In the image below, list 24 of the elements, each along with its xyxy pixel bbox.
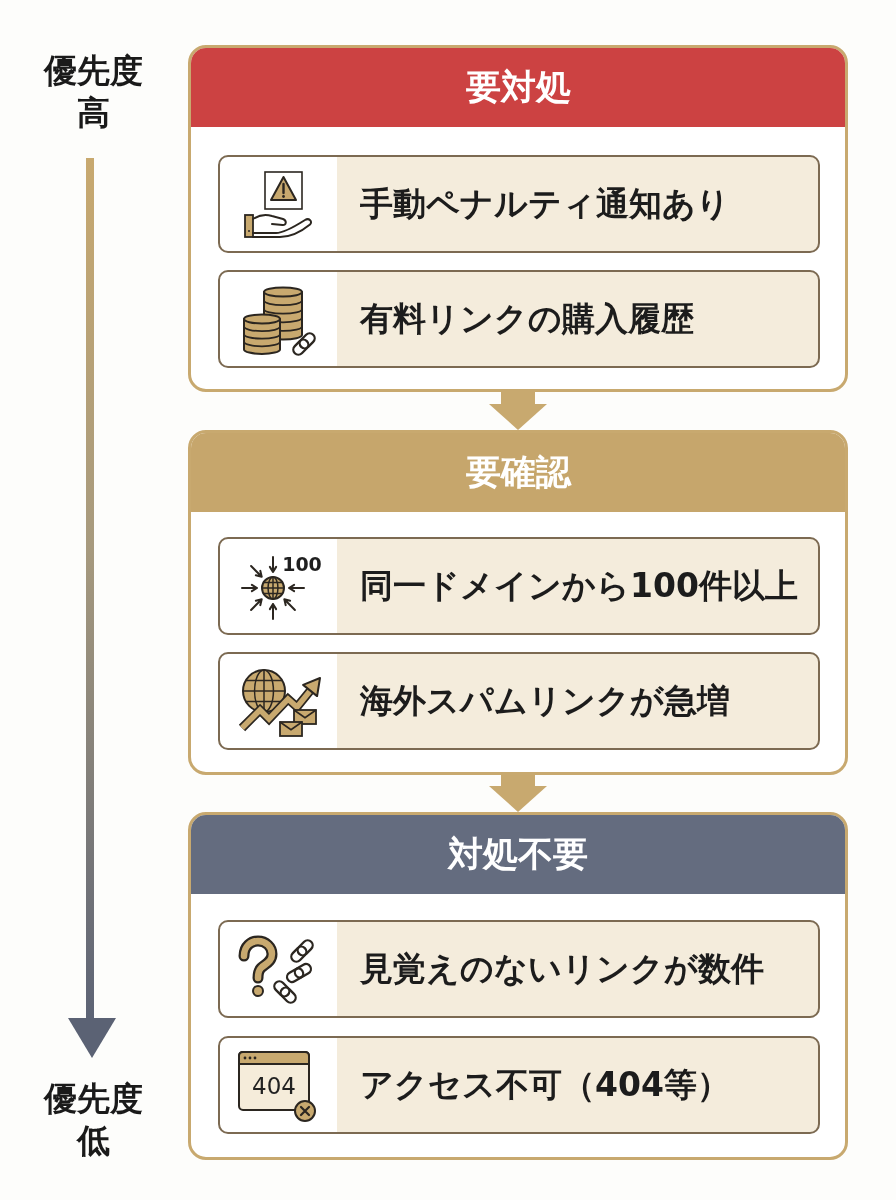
priority-label: 優先度低 bbox=[42, 1078, 144, 1162]
arrow bbox=[489, 392, 547, 430]
panel-header: 対処不要 bbox=[191, 815, 845, 894]
item-text: 有料リンクの購入履歴 bbox=[360, 299, 694, 339]
item-card bbox=[218, 652, 820, 750]
item-text: アクセス不可（404等） bbox=[360, 1065, 730, 1105]
priority-panel bbox=[188, 45, 848, 392]
item-card bbox=[218, 537, 820, 635]
error-code: 404 bbox=[251, 1073, 297, 1099]
priority-panel bbox=[188, 812, 848, 1160]
panel-header: 要確認 bbox=[191, 433, 845, 512]
item-text: 手動ペナルティ通知あり bbox=[360, 184, 730, 224]
item-card bbox=[218, 1036, 820, 1134]
item-card bbox=[218, 155, 820, 253]
priority-panel bbox=[188, 430, 848, 775]
item-card bbox=[218, 270, 820, 368]
panel-header: 要対処 bbox=[191, 48, 845, 127]
item-card bbox=[218, 920, 820, 1018]
item-text: 同一ドメインから100件以上 bbox=[360, 566, 798, 606]
item-text: 見覚えのないリンクが数件 bbox=[360, 949, 764, 989]
arrow bbox=[489, 775, 547, 812]
count-label: 100 bbox=[281, 553, 323, 575]
priority-label: 優先度高 bbox=[42, 50, 144, 134]
item-text: 海外スパムリンクが急増 bbox=[360, 681, 730, 721]
